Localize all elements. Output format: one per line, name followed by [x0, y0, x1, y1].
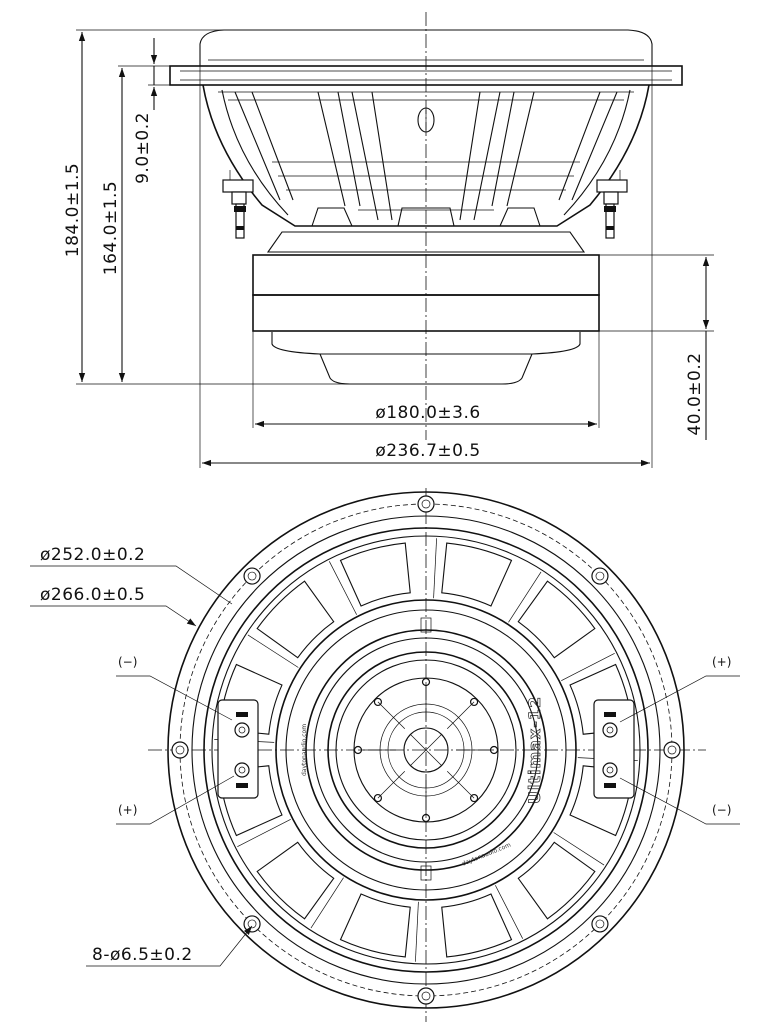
- terminal-left-bottom-label: (+): [118, 803, 137, 817]
- magnet-assembly: [252, 231, 600, 385]
- dim-magnet-diameter-text: ø180.0±3.6: [375, 403, 480, 423]
- dim-holes-text: 8-ø6.5±0.2: [92, 945, 193, 965]
- dim-magnet-height: 40.0±0.2: [685, 257, 710, 440]
- mounting-holes: [171, 495, 681, 1005]
- dim-total-height-text: 184.0±1.5: [63, 163, 83, 257]
- basket-spokes: [234, 91, 618, 227]
- terminal-left-top-label: (−): [118, 655, 137, 669]
- pole-vent-cross: [409, 733, 443, 767]
- mounting-hole-inner: [667, 745, 677, 755]
- dim-flange: 9.0±0.2: [133, 38, 158, 184]
- inner-hole-axis: [446, 770, 475, 799]
- inner-hole-axis: [446, 701, 475, 730]
- mounting-hole-inner: [175, 745, 185, 755]
- mounting-flange: [169, 65, 683, 86]
- dim-outer-diameter-text: ø266.0±0.5: [40, 585, 145, 605]
- mounting-hole-inner: [247, 571, 257, 581]
- leader-holes: 8-ø6.5±0.2: [86, 925, 253, 967]
- spoke-edge: [495, 885, 524, 939]
- mounting-hole-inner: [595, 919, 605, 929]
- outer-rim: [167, 491, 685, 1009]
- dim-bolt-circle-text: ø252.0±0.2: [40, 545, 145, 565]
- mounting-hole: [663, 741, 681, 759]
- spoke-edge: [415, 901, 419, 962]
- spoke-edge: [328, 561, 357, 615]
- basket-window: [339, 893, 411, 958]
- mounting-hole: [591, 915, 609, 933]
- leader-bolt-circle: ø252.0±0.2: [30, 545, 233, 605]
- basket-window: [517, 841, 596, 920]
- spoke-edge: [553, 832, 605, 866]
- spoke-edge: [508, 571, 542, 623]
- dim-flange-text: 9.0±0.2: [133, 112, 153, 184]
- inner-hole-axis: [377, 701, 406, 730]
- spoke-edge: [237, 819, 291, 848]
- spoke-edge: [310, 877, 344, 929]
- website-right: daytonaudio.com: [461, 842, 512, 868]
- terminal-block-right: [593, 699, 635, 799]
- spoke-edge: [247, 634, 299, 668]
- terminal-block-left: [217, 699, 259, 799]
- magnet-ring: [305, 629, 547, 871]
- mounting-hole-inner: [421, 991, 431, 1001]
- terminal-right-bottom-label: (−): [712, 803, 731, 817]
- leader-terminal-left-top: (−): [116, 655, 233, 721]
- side-extension-lines: [76, 29, 714, 468]
- mounting-hole: [417, 495, 435, 513]
- front-view: Ultimax-12 daytonaudio.com daytonaudio.c…: [30, 488, 740, 1022]
- dim-height-to-mount: 164.0±1.5: [101, 68, 126, 382]
- mounting-hole: [243, 567, 261, 585]
- basket-frame: [202, 84, 650, 227]
- terminal-left-side: [222, 170, 254, 239]
- inner-holes: [353, 677, 499, 823]
- mounting-hole: [171, 741, 189, 759]
- mounting-hole: [243, 915, 261, 933]
- basket-window: [517, 580, 596, 659]
- inner-hole-axis: [377, 770, 406, 799]
- basket-window: [256, 580, 335, 659]
- dim-frame-diameter: ø236.7±0.5: [202, 441, 650, 467]
- mounting-hole-inner: [247, 919, 257, 929]
- dim-total-height: 184.0±1.5: [63, 32, 86, 382]
- dim-height-to-mount-text: 164.0±1.5: [101, 181, 121, 275]
- pole-vent: [403, 727, 449, 773]
- leader-terminal-left-bottom: (+): [116, 775, 235, 825]
- basket-window: [256, 841, 335, 920]
- dim-magnet-diameter: ø180.0±3.6: [255, 403, 597, 428]
- basket-window: [339, 542, 411, 607]
- side-view: 184.0±1.5 164.0±1.5 9.0±0.2 40.0±0.2 ø18…: [63, 12, 714, 468]
- spoke-edge: [433, 538, 437, 599]
- mounting-hole-inner: [421, 499, 431, 509]
- dim-magnet-height-text: 40.0±0.2: [685, 352, 705, 435]
- leader-terminal-right-top: (+): [619, 655, 740, 723]
- basket-window: [441, 893, 513, 958]
- leader-terminal-right-bottom: (−): [619, 777, 740, 825]
- mounting-hole-inner: [595, 571, 605, 581]
- leader-outer-diameter: ø266.0±0.5: [30, 585, 197, 627]
- terminal-right-top-label: (+): [712, 655, 731, 669]
- model-label: Ultimax-12: [525, 696, 544, 804]
- vent-boss: [417, 107, 435, 133]
- terminal-right-side: [596, 170, 628, 239]
- website-left: daytonaudio.com: [301, 724, 308, 776]
- surround: [199, 29, 653, 66]
- dim-frame-diameter-text: ø236.7±0.5: [375, 441, 480, 461]
- spoke-edge: [561, 652, 615, 681]
- basket-window: [441, 542, 513, 607]
- mounting-hole: [591, 567, 609, 585]
- mounting-hole: [417, 987, 435, 1005]
- rating-marks: [420, 617, 432, 881]
